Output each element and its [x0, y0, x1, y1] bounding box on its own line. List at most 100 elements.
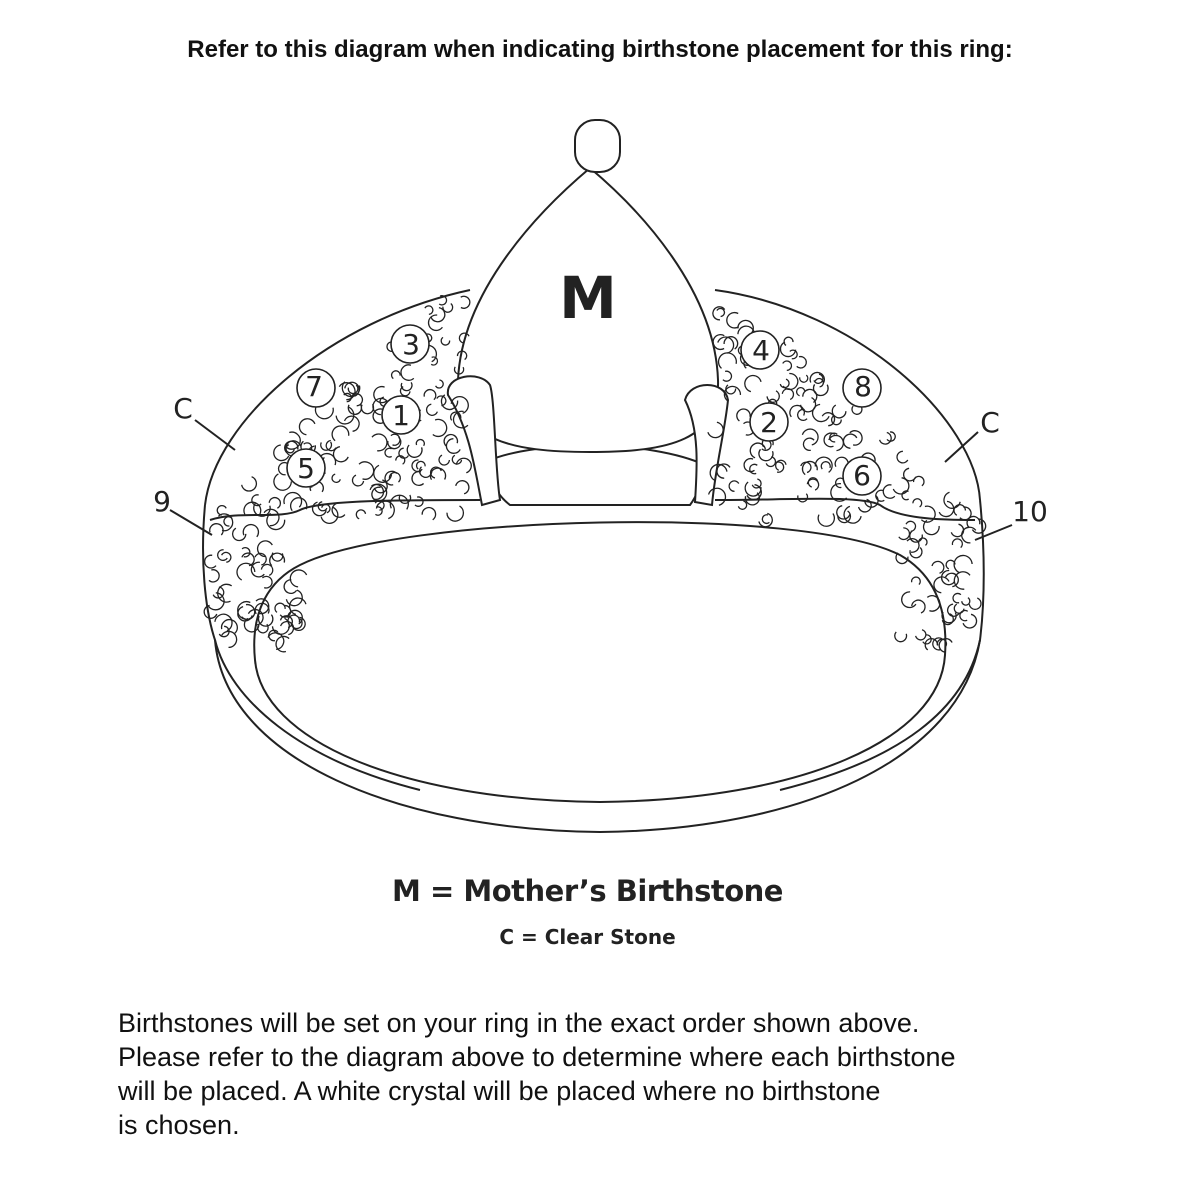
leader-c-left — [194, 419, 236, 451]
pave-stone — [257, 540, 273, 558]
birthstone-1 — [381, 395, 421, 435]
pave-stone — [279, 615, 293, 629]
pave-stone — [375, 506, 383, 516]
pave-stone — [758, 448, 774, 462]
pave-stone — [424, 305, 434, 315]
pave-stone — [243, 501, 262, 516]
pave-stone — [320, 506, 339, 525]
pave-stone — [438, 454, 451, 466]
pave-stone — [311, 501, 327, 517]
stone-label-3: 3 — [402, 328, 420, 361]
pave-stone — [390, 433, 401, 446]
legend-clear: C = Clear Stone — [499, 925, 676, 949]
pave-stone — [429, 467, 447, 481]
pave-stone — [941, 611, 957, 624]
pave-stone — [250, 561, 265, 578]
pave-stone — [351, 474, 365, 487]
pave-stone — [895, 552, 909, 565]
pave-stone — [242, 523, 260, 538]
pave-stone — [430, 306, 446, 323]
pave-stone — [440, 336, 451, 346]
stone-label-9: 9 — [153, 485, 171, 518]
pave-stone — [775, 459, 787, 471]
pave-stone — [388, 471, 401, 483]
pave-stone — [906, 537, 920, 553]
pave-stone — [449, 411, 462, 421]
pave-stone — [372, 397, 389, 416]
pave-stone — [799, 397, 817, 413]
pave-stone — [275, 635, 290, 653]
pave-stone — [830, 415, 842, 426]
pave-stone — [387, 436, 402, 450]
pave-stone — [350, 393, 364, 407]
pave-stone — [451, 454, 463, 465]
pave-stone — [953, 554, 973, 574]
pave-stone — [217, 513, 234, 532]
pave-stone — [236, 562, 256, 581]
pave-stone — [452, 410, 469, 429]
pave-stone — [320, 441, 333, 451]
pave-stone — [943, 491, 961, 509]
pave-stone — [849, 430, 863, 446]
pave-stone — [360, 403, 375, 415]
pave-stone — [384, 470, 398, 486]
pave-stone — [796, 355, 807, 369]
pave-stone — [952, 592, 962, 604]
pave-stone — [761, 514, 770, 525]
pave-stone — [712, 306, 726, 321]
pave-stone — [914, 629, 927, 641]
pave-stone — [288, 597, 307, 616]
pave-stone — [395, 455, 406, 465]
placement-note: Birthstones will be set on your ring in … — [118, 1006, 1118, 1142]
pave-stone — [251, 494, 262, 507]
pave-stone — [414, 496, 424, 507]
ring-band-outer — [202, 499, 985, 834]
pave-stone — [268, 496, 282, 509]
pave-stone — [321, 503, 331, 514]
pave-stone — [961, 526, 977, 544]
pave-stone — [445, 438, 461, 454]
pave-stone — [959, 506, 972, 521]
note-line: Please refer to the diagram above to det… — [118, 1042, 956, 1072]
pave-stone — [707, 421, 724, 439]
pave-stone — [372, 408, 386, 424]
pave-stone — [823, 432, 836, 448]
pave-stone — [723, 336, 739, 350]
pave-stone — [423, 389, 437, 401]
stone-label-6: 6 — [853, 459, 871, 492]
pave-stone — [400, 382, 413, 392]
pave-stone — [338, 382, 356, 401]
pave-stone — [922, 634, 932, 645]
mother-stone-label: M — [559, 264, 617, 332]
pave-stone — [375, 500, 395, 520]
pave-stone — [781, 388, 795, 401]
pave-stone — [358, 461, 375, 480]
pave-stone — [343, 415, 360, 432]
pave-stone — [419, 466, 433, 478]
pave-stone — [924, 637, 939, 651]
left-prong — [446, 375, 502, 507]
pave-stone — [455, 480, 470, 495]
pave-stone — [221, 551, 232, 563]
pave-stone — [962, 613, 978, 629]
stone-label-7: 7 — [305, 370, 323, 403]
pave-stone — [953, 571, 971, 590]
pave-stone — [736, 408, 751, 422]
diagram-title: Refer to this diagram when indicating bi… — [187, 36, 1013, 63]
pave-stone — [285, 589, 303, 607]
pave-stone — [432, 418, 448, 438]
pave-stone — [744, 481, 762, 497]
pave-stone — [834, 477, 845, 489]
legend-mother: M = Mother’s Birthstone — [392, 874, 783, 908]
pave-stone — [922, 519, 940, 536]
pave-stone — [390, 370, 401, 380]
pave-stone — [951, 538, 963, 549]
pave-stone — [398, 494, 412, 505]
pave-stone — [369, 483, 388, 502]
pave-stone — [817, 513, 836, 527]
pave-stone — [460, 295, 471, 309]
pave-stone — [241, 552, 255, 567]
birthstone-7 — [296, 368, 336, 408]
ring-band-inner — [253, 521, 947, 804]
stone-label-10: 10 — [1012, 495, 1048, 528]
